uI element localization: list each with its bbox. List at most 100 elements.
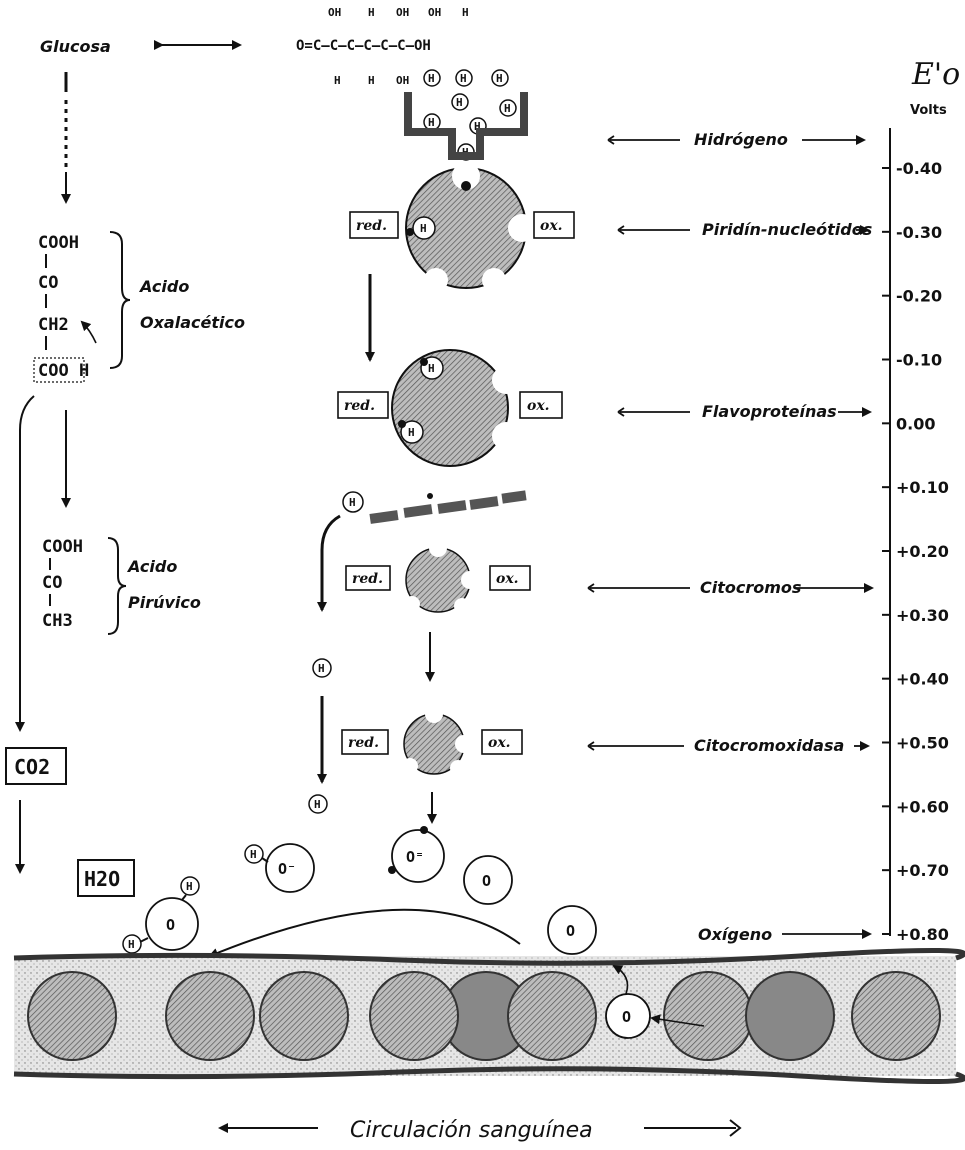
svg-text:H: H — [504, 102, 511, 115]
svg-text:O⁼: O⁼ — [406, 848, 424, 866]
glucose-top-3: OH — [396, 6, 409, 19]
piridin-red-label: red. — [356, 218, 387, 234]
membrane-to-citocromos-arrow — [322, 516, 340, 610]
oxaloacetic-name-2: Oxalacético — [140, 313, 245, 332]
svg-text:COOH: COOH — [38, 233, 79, 253]
oxygen-atom-2: O — [548, 906, 596, 954]
svg-text:H: H — [349, 496, 356, 509]
citocromos-ox-label: ox. — [496, 571, 519, 587]
glucose-top-5: H — [462, 6, 469, 19]
svg-text:H: H — [314, 798, 321, 811]
blood-cell-1 — [28, 972, 116, 1060]
enzyme-piridin: H — [406, 162, 536, 292]
scale-tick-label: +0.20 — [896, 542, 949, 561]
redox-potential-scale: E'o Volts -0.40 -0.30 -0.20 -0.10 0.00 +0.10 +… — [882, 57, 960, 944]
flavo-label: Flavoproteínas — [702, 402, 837, 421]
svg-text:O: O — [622, 1008, 631, 1026]
oxaloacetic-name-1: Acido — [138, 277, 189, 296]
svg-text:H: H — [428, 72, 435, 85]
blood-cell-3 — [260, 972, 348, 1060]
blood-cell-8 — [746, 972, 834, 1060]
oxidasa-label: Citocromoxidasa — [694, 736, 844, 755]
svg-text:H: H — [460, 72, 467, 85]
oxygen-atom-1: O — [464, 856, 512, 904]
pyruvic-name-1: Acido — [126, 557, 177, 576]
svg-text:CO: CO — [42, 573, 62, 593]
oxygen-ion-minus: O⁻ H — [245, 844, 314, 892]
citocromos-label: Citocromos — [700, 578, 801, 597]
scale-tick-label: -0.20 — [896, 287, 942, 306]
enzyme-citocromoxidasa — [402, 705, 473, 776]
scale-tick-label: +0.50 — [896, 734, 949, 753]
enzyme-citocromos — [404, 539, 479, 614]
oxygen-ion-2minus: O⁼ — [388, 826, 444, 882]
blood-vessel: O — [14, 950, 964, 1081]
svg-text:H: H — [496, 72, 503, 85]
piridin-ox-label: ox. — [540, 218, 563, 234]
scale-tick-label: 0.00 — [896, 414, 935, 433]
right-labels: Hidrógeno Piridín-nucleótidos Flavoprote… — [588, 130, 872, 944]
blood-cell-5 — [370, 972, 458, 1060]
glucose-bottom-3: OH — [396, 74, 409, 87]
scale-tick-label: -0.40 — [896, 159, 942, 178]
scale-tick-label: -0.30 — [896, 223, 942, 242]
blood-cell-7 — [664, 972, 752, 1060]
glucose-bottom-1: H — [334, 74, 341, 87]
scale-tick-label: +0.30 — [896, 606, 949, 625]
oxaloacetic-acid: COOH CO CH2 COO H Acido Oxalacético — [34, 232, 245, 382]
scale-tick-label: +0.10 — [896, 478, 949, 497]
co2-label: CO2 — [14, 755, 50, 779]
svg-text:CH2: CH2 — [38, 315, 69, 335]
oxidasa-ox-label: ox. — [488, 735, 511, 751]
scale-unit: Volts — [910, 103, 947, 118]
glucose-label: Glucosa — [40, 37, 111, 56]
oxygen-label: Oxígeno — [698, 925, 772, 944]
svg-text:CH3: CH3 — [42, 611, 73, 631]
svg-text:COOH: COOH — [42, 537, 83, 557]
oxidasa-red-label: red. — [348, 735, 379, 751]
svg-text:H: H — [428, 362, 435, 375]
svg-text:O: O — [482, 872, 491, 890]
svg-text:H: H — [318, 662, 325, 675]
glucose-formula: OH H OH OH H O=C—C—C—C—C—C—OH H H OH — [296, 6, 469, 87]
svg-text:CO: CO — [38, 273, 58, 293]
pyruvic-acid: COOH CO CH3 Acido Pirúvico — [42, 537, 201, 634]
water-formation-arc — [210, 910, 520, 956]
membrane-dashed-bar — [369, 490, 526, 524]
scale-tick-label: +0.40 — [896, 670, 949, 689]
svg-text:H: H — [408, 426, 415, 439]
circulation-label: Circulación sanguínea — [350, 1118, 593, 1143]
glucose-top-2: H — [368, 6, 375, 19]
blood-cell-2 — [166, 972, 254, 1060]
svg-text:O⁻: O⁻ — [278, 860, 296, 878]
pyruvic-name-2: Pirúvico — [128, 593, 201, 612]
svg-text:COO H: COO H — [38, 361, 89, 381]
hydrogen-label: Hidrógeno — [694, 130, 788, 149]
scale-tick-label: +0.60 — [896, 797, 949, 816]
scale-tick-label: -0.10 — [896, 351, 942, 370]
scale-symbol: E'o — [911, 57, 960, 92]
flavo-ox-label: ox. — [527, 398, 550, 414]
scale-tick-label: +0.80 — [896, 925, 949, 944]
circulation: Circulación sanguínea — [220, 1118, 740, 1143]
svg-text:O: O — [566, 922, 575, 940]
glucose-chain: O=C—C—C—C—C—C—OH — [296, 38, 431, 54]
svg-text:H: H — [128, 938, 135, 951]
h2o-label: H2O — [84, 867, 120, 891]
glucose-top-4: OH — [428, 6, 441, 19]
enzyme-flavo: H H — [392, 350, 520, 466]
glucose-top-1: OH — [328, 6, 341, 19]
svg-text:H: H — [456, 96, 463, 109]
blood-cell-9 — [852, 972, 940, 1060]
decarboxylation-line — [20, 396, 34, 730]
svg-text:O: O — [166, 916, 175, 934]
blood-cell-6 — [508, 972, 596, 1060]
citocromos-red-label: red. — [352, 571, 383, 587]
flavo-red-label: red. — [344, 398, 375, 414]
svg-text:H: H — [420, 222, 427, 235]
svg-text:H: H — [428, 116, 435, 129]
scale-tick-label: +0.70 — [896, 861, 949, 880]
svg-text:H: H — [250, 848, 257, 861]
hydrogen-atoms-glucose: H H H H H H H H — [424, 70, 516, 160]
